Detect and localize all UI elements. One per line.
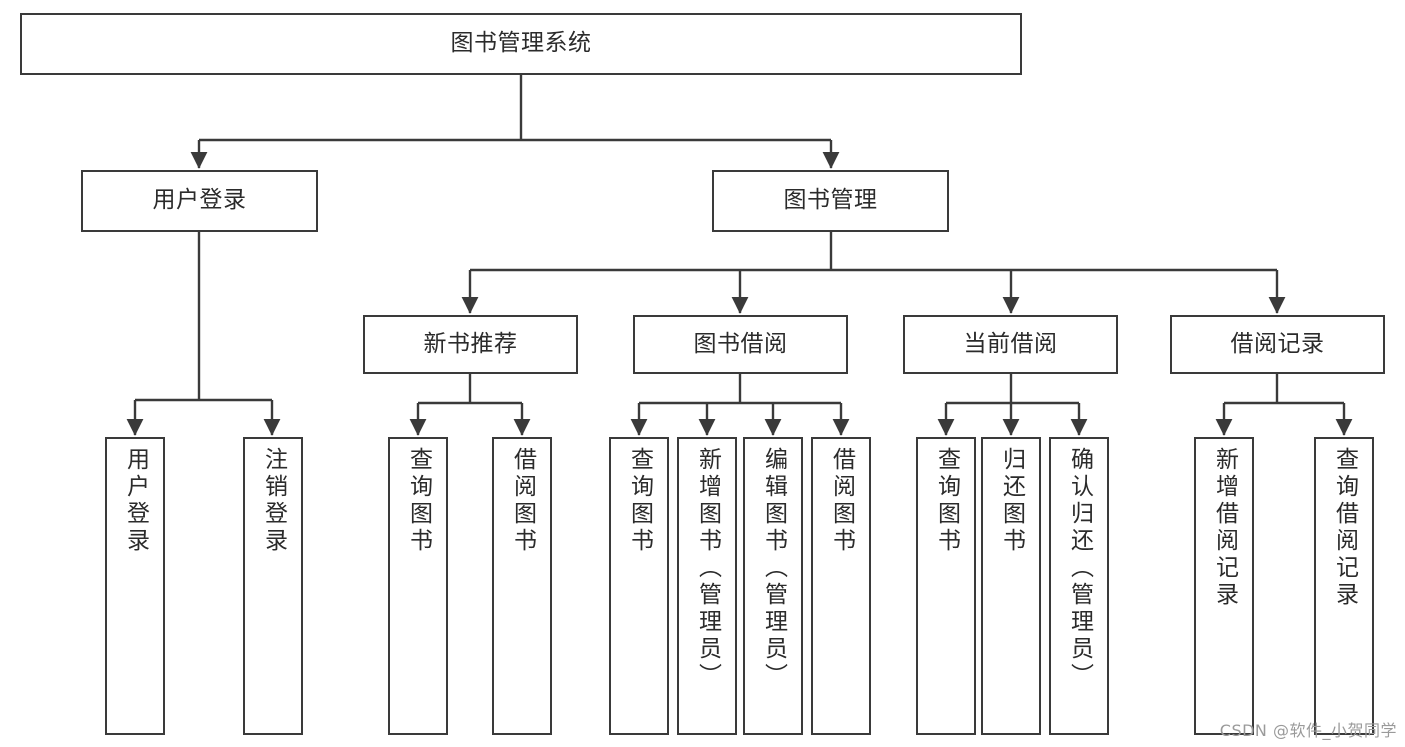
leaf-new-book-query[interactable]: 查询图书 [388,437,448,735]
node-root-label: 图书管理系统 [450,30,592,57]
node-book-management-label: 图书管理 [783,187,878,214]
node-borrow-record-label: 借阅记录 [1230,330,1325,357]
node-book-borrow-label: 图书借阅 [693,330,788,357]
node-user-login-label: 用户登录 [152,187,247,214]
node-current-borrow[interactable]: 当前借阅 [903,315,1118,374]
leaf-book-borrow-edit-label: 编辑图书（管理员） [760,447,787,690]
node-borrow-record[interactable]: 借阅记录 [1170,315,1385,374]
leaf-borrow-record-query[interactable]: 查询借阅记录 [1314,437,1374,735]
leaf-current-borrow-confirm[interactable]: 确认归还（管理员） [1049,437,1109,735]
leaf-book-borrow-add[interactable]: 新增图书（管理员） [677,437,737,735]
leaf-user-login-logout-label: 注销登录 [260,447,287,555]
leaf-book-borrow-query[interactable]: 查询图书 [609,437,669,735]
leaf-borrow-record-query-label: 查询借阅记录 [1331,447,1358,609]
leaf-borrow-record-add-label: 新增借阅记录 [1211,447,1238,609]
leaf-current-borrow-query[interactable]: 查询图书 [916,437,976,735]
leaf-current-borrow-return[interactable]: 归还图书 [981,437,1041,735]
leaf-current-borrow-query-label: 查询图书 [933,447,960,555]
leaf-book-borrow-query-label: 查询图书 [626,447,653,555]
leaf-current-borrow-confirm-label: 确认归还（管理员） [1066,447,1093,690]
leaf-user-login-login-label: 用户登录 [122,447,149,555]
node-book-borrow[interactable]: 图书借阅 [633,315,848,374]
node-new-book-recommend-label: 新书推荐 [423,330,518,357]
leaf-current-borrow-return-label: 归还图书 [998,447,1025,555]
leaf-book-borrow-borrow[interactable]: 借阅图书 [811,437,871,735]
node-root[interactable]: 图书管理系统 [20,13,1022,75]
node-user-login[interactable]: 用户登录 [81,170,318,232]
node-book-management[interactable]: 图书管理 [712,170,949,232]
leaf-user-login-logout[interactable]: 注销登录 [243,437,303,735]
node-new-book-recommend[interactable]: 新书推荐 [363,315,578,374]
leaf-book-borrow-borrow-label: 借阅图书 [828,447,855,555]
node-current-borrow-label: 当前借阅 [963,330,1058,357]
csdn-watermark: CSDN @软件_小贺同学 [1219,721,1397,740]
leaf-borrow-record-add[interactable]: 新增借阅记录 [1194,437,1254,735]
leaf-book-borrow-add-label: 新增图书（管理员） [694,447,721,690]
leaf-new-book-borrow[interactable]: 借阅图书 [492,437,552,735]
leaf-new-book-borrow-label: 借阅图书 [509,447,536,555]
leaf-user-login-login[interactable]: 用户登录 [105,437,165,735]
leaf-new-book-query-label: 查询图书 [405,447,432,555]
leaf-book-borrow-edit[interactable]: 编辑图书（管理员） [743,437,803,735]
